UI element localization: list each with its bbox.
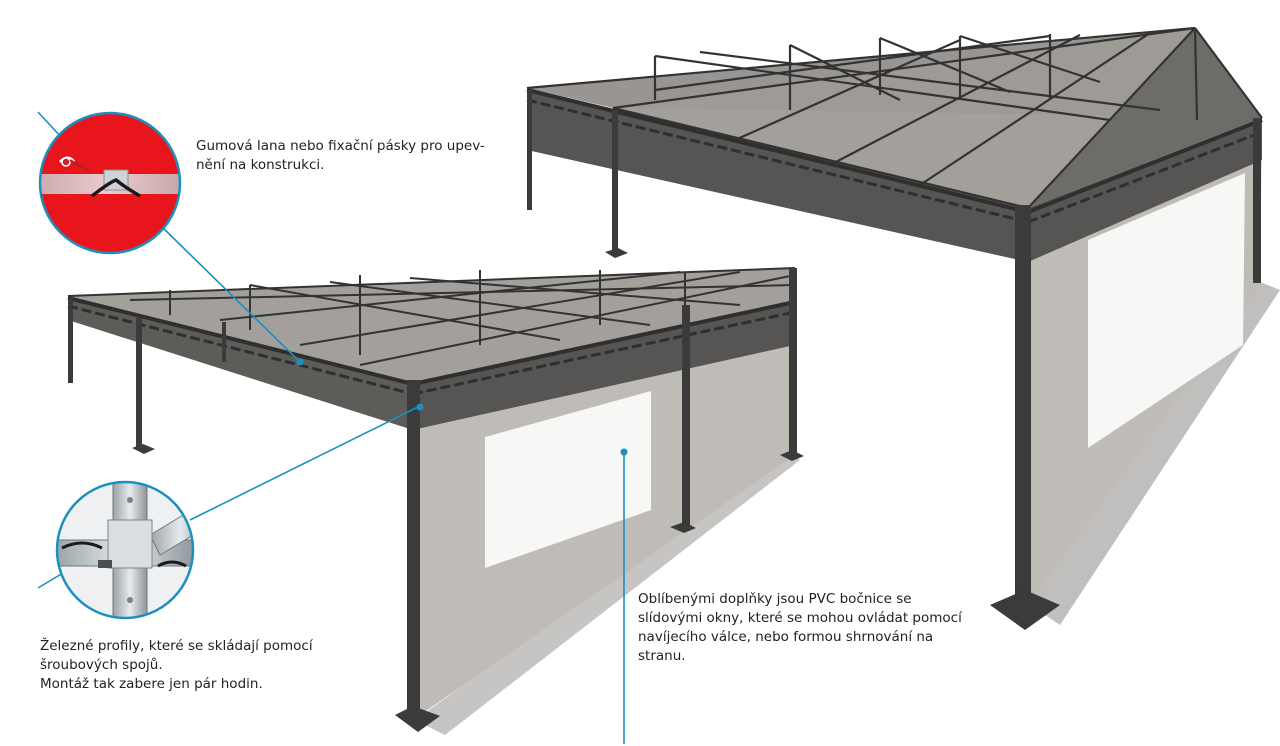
gable-end [1028,28,1262,208]
gable-window [1088,173,1245,448]
caption-rope-fixing: Gumová lana nebo fixační pásky pro upev-… [196,138,485,173]
flat-window [485,391,651,568]
rope-detail-icon [38,111,182,255]
bolt-joint-detail-icon [55,480,195,620]
caption-iron-profiles: Železné profily, které se skládají pomoc… [40,638,313,692]
gable-tent [526,26,1280,630]
flat-tent [67,267,804,735]
caption-pvc-sidewalls: Oblíbenými doplňky jsou PVC bočnice se s… [638,591,962,664]
